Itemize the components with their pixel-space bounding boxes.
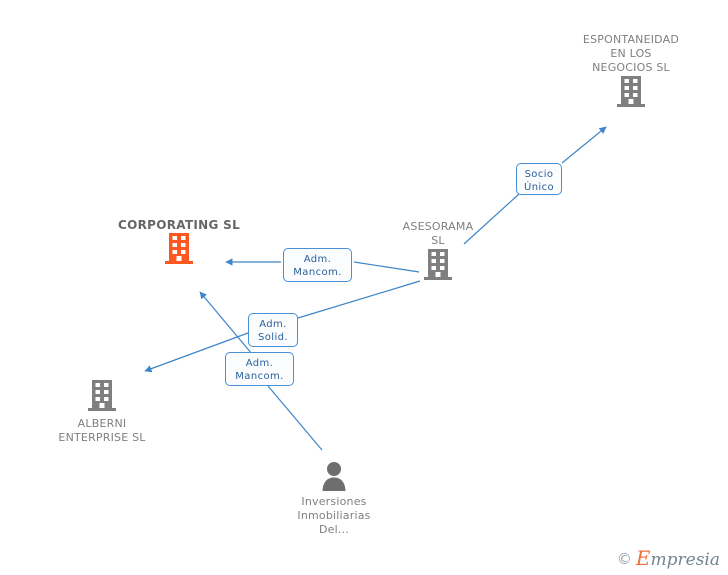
node-label: ASESORAMA SL <box>402 220 474 247</box>
node-label: Inversiones Inmobiliarias Del... <box>297 495 371 536</box>
building-icon <box>165 233 193 264</box>
relation-chip-adm-mancom-inversiones[interactable]: Adm. Mancom. <box>225 352 294 386</box>
brand-initial: E <box>635 546 651 570</box>
node-label: ESPONTANEIDAD EN LOS NEGOCIOS SL <box>582 33 680 74</box>
graph-node-inversiones[interactable]: Inversiones Inmobiliarias Del... <box>259 461 409 537</box>
building-icon <box>424 249 452 280</box>
graph-node-espontaneidad[interactable]: ESPONTANEIDAD EN LOS NEGOCIOS SL <box>556 33 706 109</box>
graph-node-corporating[interactable]: CORPORATING SL <box>104 218 254 266</box>
edge-adm-mancom-corporating <box>225 258 420 273</box>
building-icon <box>88 380 116 411</box>
building-icon <box>617 76 645 107</box>
edge-socio-unico <box>463 126 607 245</box>
brand-wordmark: Empresia <box>635 546 721 570</box>
node-label: ALBERNI ENTERPRISE SL <box>58 417 146 444</box>
graph-node-alberni[interactable]: ALBERNI ENTERPRISE SL <box>27 379 177 445</box>
graph-node-asesorama[interactable]: ASESORAMA SL <box>363 220 513 282</box>
empresia-watermark: © Empresia <box>616 546 721 570</box>
relation-chip-socio-unico[interactable]: Socio Único <box>516 163 562 195</box>
edge-adm-mancom-inversiones <box>199 291 323 451</box>
brand-rest: mpresia <box>650 550 721 570</box>
person-icon <box>322 462 346 491</box>
edge-adm-solid-alberni <box>144 280 421 373</box>
node-label-focus: CORPORATING SL <box>117 218 241 232</box>
copyright-icon: © <box>616 549 632 568</box>
relation-chip-adm-solid-alberni[interactable]: Adm. Solid. <box>248 313 298 347</box>
relation-chip-adm-mancom-corporating[interactable]: Adm. Mancom. <box>283 248 352 282</box>
